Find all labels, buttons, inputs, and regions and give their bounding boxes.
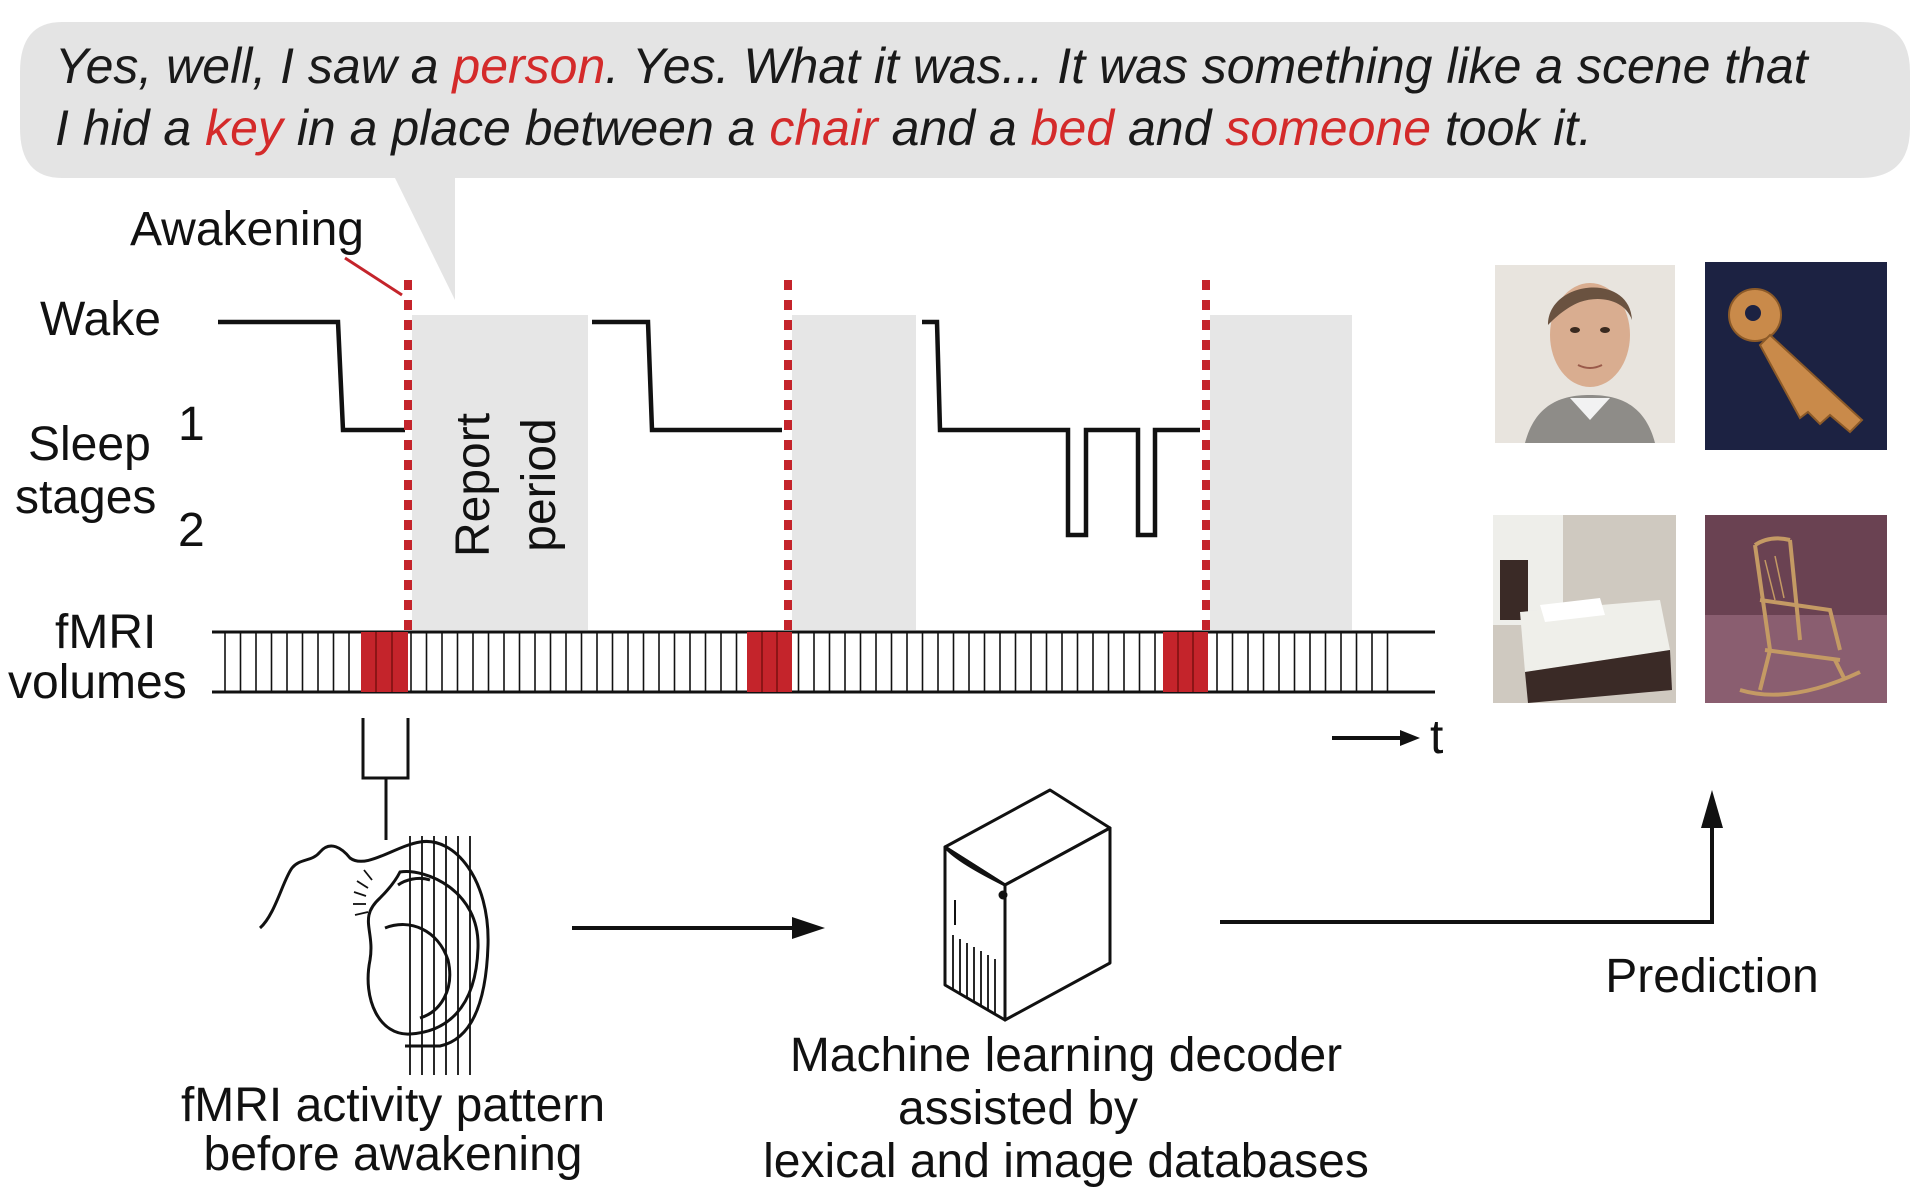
volume-block-3 (1163, 632, 1208, 692)
volume-block-dividers (375, 632, 1194, 692)
decoder-caption-line-3: lexical and image databases (763, 1135, 1369, 1188)
quote-keyword: key (205, 100, 286, 156)
quote-keyword: person (450, 38, 605, 94)
hypnogram (218, 319, 1200, 538)
quote-segment: in a place between a (283, 100, 769, 156)
sleep-label: Sleep (28, 418, 151, 471)
stages-label: stages (15, 471, 156, 524)
person-image (1495, 265, 1675, 443)
awakening-pointer (344, 256, 403, 297)
quote-line-1: Yes, well, I saw a person. Yes. What it … (55, 38, 1810, 94)
hypnogram-segment-3 (922, 319, 1200, 538)
bed-image (1493, 515, 1676, 703)
arrow-icon (1400, 730, 1420, 746)
stage-1-label: 1 (178, 398, 205, 451)
volume-block-1 (361, 632, 408, 692)
period-label: period (513, 418, 566, 551)
volumes-label: volumes (8, 656, 187, 709)
wake-label: Wake (40, 293, 161, 346)
quote-segment: I hid a (55, 100, 205, 156)
hypnogram-segment-2 (592, 319, 782, 433)
head-to-decoder-arrow (572, 917, 825, 939)
chair-image (1705, 515, 1887, 703)
stage-2-label: 2 (178, 504, 205, 557)
quote-segment: and a (878, 100, 1031, 156)
arrow-icon (1701, 790, 1723, 828)
decoder-to-prediction-arrow (1220, 790, 1723, 924)
head-icon (258, 836, 490, 1075)
quote-segment: took it. (1431, 100, 1592, 156)
awakening-label: Awakening (130, 203, 364, 256)
activity-caption-line-1: fMRI activity pattern (181, 1079, 605, 1132)
time-arrow: t (1332, 711, 1443, 764)
fmri-label: fMRI (55, 606, 156, 659)
decoder-caption-line-1: Machine learning decoder (790, 1029, 1342, 1082)
prediction-images (1493, 262, 1887, 703)
quote-line-2: I hid a key in a place between a chair a… (55, 100, 1592, 156)
hypnogram-segment-1 (218, 319, 405, 433)
volume-block-2 (747, 632, 792, 692)
quote-keyword: bed (1031, 100, 1117, 156)
fmri-volume-strip (212, 630, 1435, 694)
quote-keyword: someone (1225, 100, 1431, 156)
report-period-2 (792, 315, 916, 630)
report-periods (412, 315, 1352, 630)
arrow-icon (792, 917, 825, 939)
quote-segment: . Yes. What it was... It was something l… (605, 38, 1810, 94)
quote-segment: Yes, well, I saw a (55, 38, 452, 94)
report-period-3 (1210, 315, 1352, 630)
quote-keyword: chair (769, 100, 880, 156)
activity-caption-line-2: before awakening (204, 1128, 583, 1181)
time-label: t (1430, 711, 1443, 764)
report-label: Report (447, 413, 500, 557)
speech-bubble: Yes, well, I saw a person. Yes. What it … (20, 22, 1910, 300)
report-period-1 (412, 315, 588, 630)
decoder-caption-line-2: assisted by (898, 1082, 1138, 1135)
volume-bracket (361, 718, 410, 840)
quote-segment: and (1114, 100, 1225, 156)
prediction-label: Prediction (1605, 950, 1818, 1003)
key-image (1705, 262, 1887, 450)
computer-icon (943, 788, 1112, 1022)
speech-bubble-shape (20, 22, 1910, 300)
